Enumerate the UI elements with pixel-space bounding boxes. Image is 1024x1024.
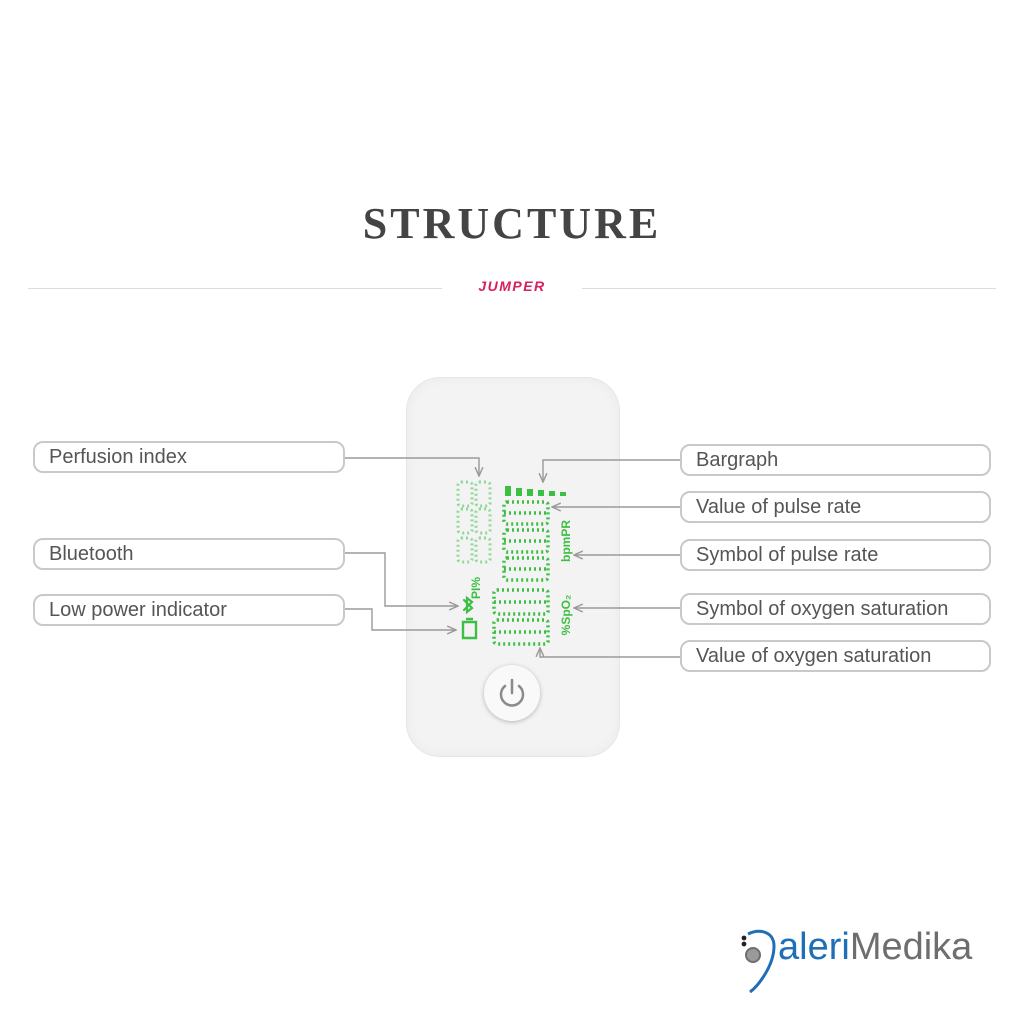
leader-bluetooth [345,552,458,606]
brand-logo: JUMPER [478,278,546,294]
label-pulse-symbol: Symbol of pulse rate [680,539,991,571]
watermark-part1: aleri [778,926,850,968]
spo2-digits [492,588,550,646]
power-icon [499,678,525,707]
battery-icon [461,617,478,640]
leader-low-power [345,608,456,630]
label-pulse-value: Value of pulse rate [680,491,991,523]
leader-bargraph [543,459,680,482]
power-button[interactable] [484,665,540,721]
leader-spo2-value [540,648,680,658]
label-spo2-symbol: Symbol of oxygen saturation [680,593,991,625]
pi-symbol: PI% [469,577,483,599]
divider-left [28,288,442,289]
bargraph-display [505,486,566,496]
label-perfusion-index: Perfusion index [33,441,345,473]
spo2-symbol: %SpO₂ [559,595,573,636]
label-bargraph: Bargraph [680,444,991,476]
page-title: STRUCTURE [362,199,662,248]
divider-right [582,288,996,289]
pulse-rate-digits [502,500,550,582]
label-low-power: Low power indicator [33,594,345,626]
watermark-logo: aleriMedika [778,926,972,969]
stethoscope-icon [741,929,776,994]
perfusion-index-digits [456,480,492,564]
label-spo2-value: Value of oxygen saturation [680,640,991,672]
bluetooth-icon [462,595,474,615]
bpm-symbol: bpmPR [559,520,573,562]
watermark-part2: Medika [849,926,973,968]
leader-perfusion-index [345,457,479,476]
label-bluetooth: Bluetooth [33,538,345,570]
